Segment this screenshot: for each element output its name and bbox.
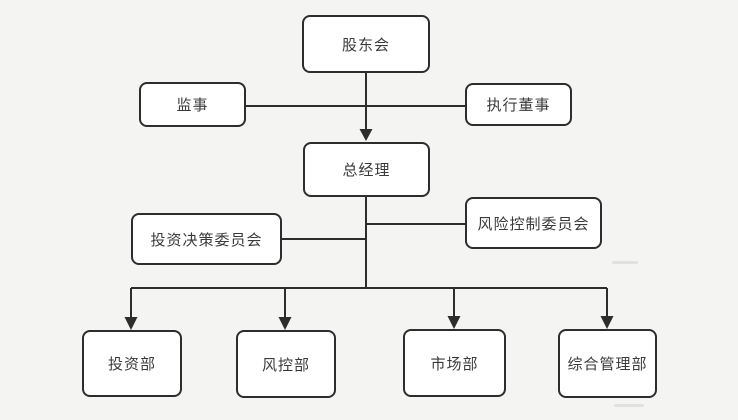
node-label: 投资决策委员会 [150,231,263,249]
node-investment-committee: 投资决策委员会 [131,213,282,265]
node-label: 监事 [176,97,209,114]
node-label: 总经理 [342,162,391,179]
node-executive-director: 执行董事 [465,83,572,126]
node-label: 执行董事 [486,97,551,114]
node-investment-dept: 投资部 [82,330,182,397]
node-risk-committee: 风险控制委员会 [465,197,602,249]
down-arrowhead [278,317,292,330]
down-arrowhead [447,316,461,329]
down-arrowhead [600,316,614,329]
node-general-mgmt-dept: 综合管理部 [558,329,657,398]
node-label: 投资部 [107,356,156,373]
down-arrowhead [359,129,373,141]
node-general-manager: 总经理 [303,142,430,197]
node-label: 市场部 [430,355,479,373]
watermark-smudge [614,404,644,407]
node-market-dept: 市场部 [403,329,506,397]
down-arrowhead [124,317,138,330]
node-label: 风控部 [261,356,310,374]
node-label: 股东会 [341,36,390,54]
node-risk-dept: 风控部 [236,330,336,398]
node-label: 综合管理部 [567,356,648,373]
watermark-smudge [612,261,638,264]
node-label: 风险控制委员会 [477,215,590,233]
node-supervisor: 监事 [139,82,246,127]
node-shareholders: 股东会 [302,15,430,73]
